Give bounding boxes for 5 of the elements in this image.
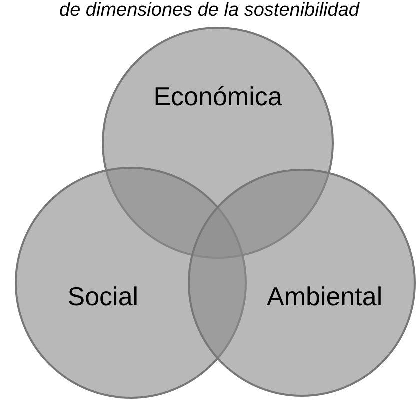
circle-label: Social xyxy=(68,281,139,312)
circle-label: Ambiental xyxy=(266,281,383,312)
diagram-title: de dimensiones de la sostenibilidad xyxy=(58,0,361,22)
circle-label: Económica xyxy=(154,81,282,112)
venn-circle xyxy=(188,169,416,397)
